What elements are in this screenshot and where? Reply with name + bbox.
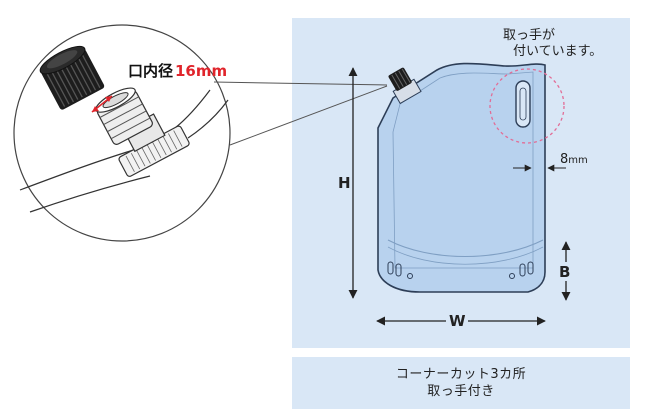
handle-highlight-ring: [489, 68, 565, 144]
handle-note-line2: 付いています。: [513, 44, 602, 59]
spout-neck: [95, 87, 153, 145]
cap-icon: [39, 45, 105, 110]
pouch-spout: [388, 67, 422, 105]
handle-note-line1: 取っ手が: [503, 28, 555, 43]
zoom-callout: 口内径 16mm: [13, 24, 388, 242]
corner-vents-left: [387, 261, 413, 279]
caption-line2: 取っ手付き: [427, 384, 495, 399]
corner-vents-right: [509, 261, 534, 279]
spout-base: [118, 113, 190, 177]
callout-value: 16mm: [175, 62, 227, 80]
bottom-label: B: [559, 263, 570, 281]
handle-slot: [515, 80, 531, 128]
width-label: W: [449, 312, 466, 330]
caption-line1: コーナーカット3カ所: [395, 367, 527, 382]
caption-panel: コーナーカット3カ所 取っ手付き: [292, 357, 630, 409]
gap-label: 8mm: [560, 152, 588, 167]
callout-label: 口内径: [128, 62, 173, 80]
pouch-outline: [377, 62, 546, 293]
height-label: H: [338, 174, 351, 192]
